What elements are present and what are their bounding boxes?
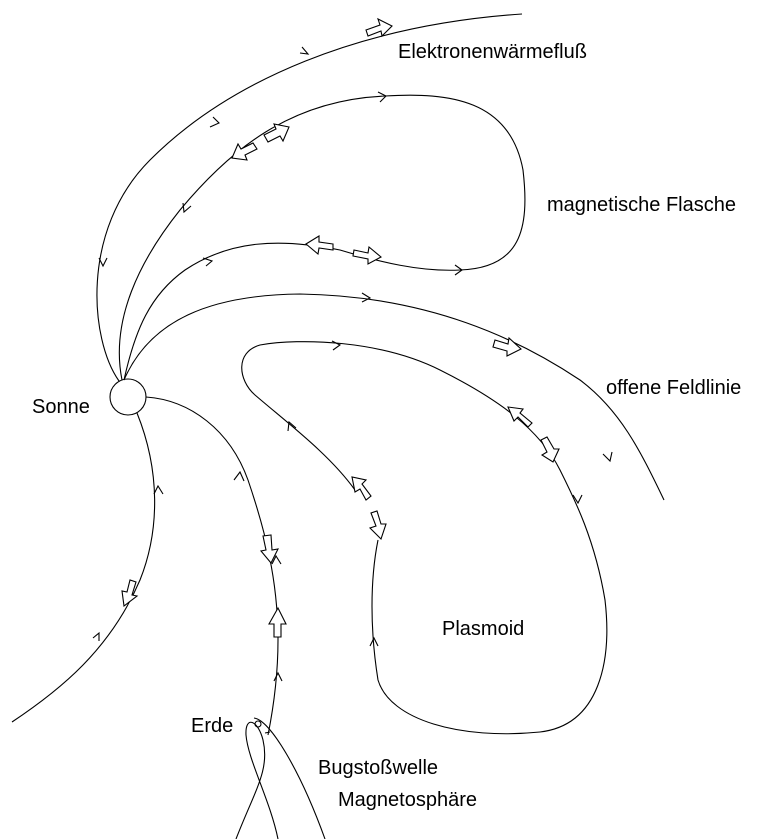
earth-line-arrow-down	[261, 535, 278, 563]
field-line-electron-heat-flux	[97, 14, 522, 381]
bottle-arrow-lower-left	[306, 236, 333, 254]
bottle-arrow-upper-right	[264, 124, 289, 142]
arrowhead-marker	[154, 486, 163, 494]
magnetosphere-curve	[236, 722, 278, 839]
plasmoid-arrow-right-up	[508, 407, 532, 427]
arrowhead-marker	[300, 47, 308, 54]
electron-heat-flux-label: Elektronenwärmefluß	[398, 41, 587, 63]
field-line-open	[124, 294, 664, 500]
bottle-arrow-lower-right	[353, 247, 381, 264]
open-field-line-label: offene Feldlinie	[606, 377, 741, 399]
arrowhead-marker	[210, 117, 219, 127]
field-line-lower-left	[12, 413, 155, 722]
magnetic-bottle-label: magnetische Flasche	[547, 194, 736, 216]
field-line-sun-earth	[146, 397, 278, 735]
plasmoid-arrow-right-down	[541, 437, 559, 462]
plasmoid-arrow-left-up	[352, 477, 371, 500]
arrowhead-marker	[99, 258, 107, 266]
heat-flux-arrow	[366, 19, 392, 36]
earth-line-arrow-up	[269, 608, 286, 637]
magnetosphere-label: Magnetosphäre	[338, 789, 477, 811]
field-line-magnetic-bottle	[119, 95, 525, 380]
arrowhead-marker	[362, 293, 370, 302]
earth-circle	[255, 721, 261, 727]
arrowhead-marker	[274, 673, 282, 681]
bottle-arrow-upper-left	[232, 143, 257, 160]
arrowhead-marker	[378, 92, 386, 102]
arrowhead-marker	[234, 472, 244, 481]
arrowhead-marker	[603, 452, 612, 461]
arrowhead-marker	[93, 633, 99, 641]
plasmoid-arrow-left-down	[370, 511, 386, 539]
earth-tick	[265, 732, 270, 733]
earth-label: Erde	[191, 715, 233, 737]
sun-label: Sonne	[32, 396, 90, 418]
lower-left-arrow	[122, 580, 137, 606]
open-line-arrow	[493, 338, 521, 356]
sun-circle	[110, 379, 146, 415]
field-line-plasmoid	[242, 342, 607, 734]
bow-shock-label: Bugstoßwelle	[318, 757, 438, 779]
bow-shock-curve	[254, 718, 325, 839]
plasmoid-label: Plasmoid	[442, 618, 524, 640]
